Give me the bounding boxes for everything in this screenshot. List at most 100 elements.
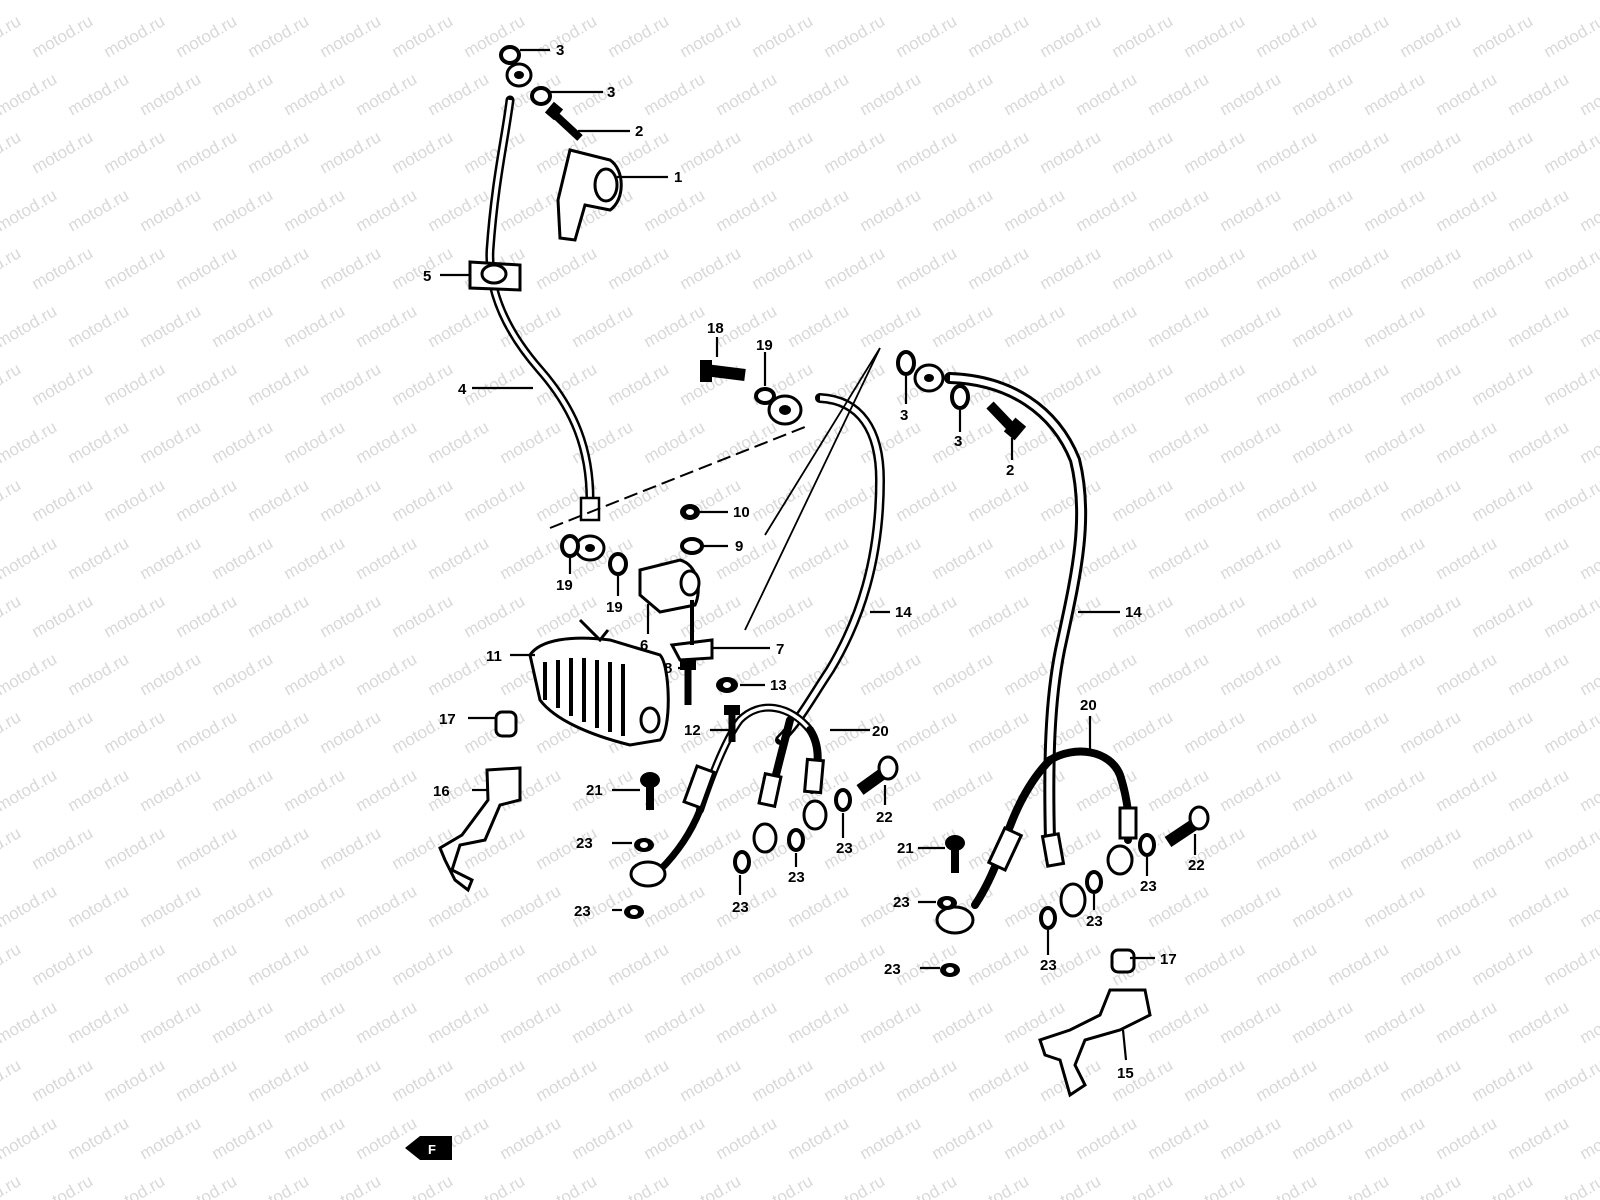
watermark-text: motod.ru xyxy=(461,475,529,525)
watermark-text: motod.ru xyxy=(569,301,637,351)
watermark-text: motod.ru xyxy=(425,417,493,467)
watermark-text: motod.ru xyxy=(1433,997,1501,1047)
watermark-text: motod.ru xyxy=(749,127,817,177)
watermark-text: motod.ru xyxy=(1397,11,1465,61)
watermark-text: motod.ru xyxy=(1181,1055,1249,1105)
watermark-text: motod.ru xyxy=(1145,0,1213,3)
watermark-text: motod.ru xyxy=(1577,533,1600,583)
watermark-text: motod.ru xyxy=(101,591,169,641)
watermark-text: motod.ru xyxy=(785,997,853,1047)
watermark-text: motod.ru xyxy=(1217,881,1285,931)
watermark-text: motod.ru xyxy=(1397,823,1465,873)
watermark-text: motod.ru xyxy=(65,69,133,119)
watermark-text: motod.ru xyxy=(281,533,349,583)
watermark-text: motod.ru xyxy=(605,1171,673,1200)
watermark-text: motod.ru xyxy=(0,1113,60,1163)
watermark-text: motod.ru xyxy=(1145,417,1213,467)
label-2: 2 xyxy=(1006,462,1014,479)
watermark-text: motod.ru xyxy=(0,823,24,873)
watermark-text: motod.ru xyxy=(1505,1113,1573,1163)
watermark-text: motod.ru xyxy=(1433,301,1501,351)
watermark-text: motod.ru xyxy=(461,1055,529,1105)
watermark-text: motod.ru xyxy=(0,997,60,1047)
watermark-text: motod.ru xyxy=(1505,0,1573,3)
label-12: 12 xyxy=(684,722,701,739)
watermark-text: motod.ru xyxy=(317,127,385,177)
watermark-text: motod.ru xyxy=(101,243,169,293)
watermark-text: motod.ru xyxy=(1073,0,1141,3)
watermark-text: motod.ru xyxy=(1541,1055,1600,1105)
watermark-text: motod.ru xyxy=(569,997,637,1047)
watermark-text: motod.ru xyxy=(1577,417,1600,467)
watermark-text: motod.ru xyxy=(137,0,205,3)
watermark-text: motod.ru xyxy=(281,997,349,1047)
watermark-text: motod.ru xyxy=(0,243,24,293)
label-22: 22 xyxy=(1188,857,1205,874)
watermark-text: motod.ru xyxy=(1253,823,1321,873)
watermark-text: motod.ru xyxy=(893,243,961,293)
watermark-text: motod.ru xyxy=(785,533,853,583)
watermark-text: motod.ru xyxy=(1361,881,1429,931)
small-parts xyxy=(560,350,1210,977)
watermark-text: motod.ru xyxy=(65,301,133,351)
watermark-text: motod.ru xyxy=(1073,185,1141,235)
watermark-text: motod.ru xyxy=(1289,533,1357,583)
watermark-text: motod.ru xyxy=(101,1055,169,1105)
label-11: 11 xyxy=(486,648,502,665)
watermark-text: motod.ru xyxy=(29,939,97,989)
watermark-text: motod.ru xyxy=(281,0,349,3)
watermark-text: motod.ru xyxy=(677,939,745,989)
watermark-text: motod.ru xyxy=(1541,11,1600,61)
watermark-text: motod.ru xyxy=(1253,359,1321,409)
watermark-text: motod.ru xyxy=(389,591,457,641)
watermark-text: motod.ru xyxy=(209,417,277,467)
watermark-text: motod.ru xyxy=(0,417,60,467)
watermark-text: motod.ru xyxy=(605,1055,673,1105)
watermark-text: motod.ru xyxy=(281,301,349,351)
watermark-text: motod.ru xyxy=(1181,11,1249,61)
watermark-text: motod.ru xyxy=(1505,533,1573,583)
watermark-text: motod.ru xyxy=(857,649,925,699)
watermark-text: motod.ru xyxy=(29,707,97,757)
watermark-text: motod.ru xyxy=(317,359,385,409)
leader-lines xyxy=(440,48,1197,1061)
watermark-text: motod.ru xyxy=(893,127,961,177)
watermark-text: motod.ru xyxy=(641,0,709,3)
watermark-text: motod.ru xyxy=(29,243,97,293)
watermark-text: motod.ru xyxy=(209,765,277,815)
watermark-text: motod.ru xyxy=(1433,533,1501,583)
watermark-text: motod.ru xyxy=(497,881,565,931)
watermark-text: motod.ru xyxy=(1109,475,1177,525)
bracket-15 xyxy=(1038,948,1152,1098)
watermark-text: motod.ru xyxy=(1541,823,1600,873)
watermark-text: motod.ru xyxy=(1325,823,1393,873)
watermark-text: motod.ru xyxy=(1325,11,1393,61)
watermark-text: motod.ru xyxy=(209,533,277,583)
watermark-text: motod.ru xyxy=(1325,127,1393,177)
watermark-text: motod.ru xyxy=(1289,997,1357,1047)
watermark-text: motod.ru xyxy=(1433,185,1501,235)
watermark-text: motod.ru xyxy=(0,881,60,931)
bracket-16 xyxy=(438,710,522,893)
leader-lines-3 xyxy=(744,347,881,631)
watermark-text: motod.ru xyxy=(677,1055,745,1105)
watermark-text: motod.ru xyxy=(0,765,60,815)
watermark-text: motod.ru xyxy=(1109,359,1177,409)
watermark-text: motod.ru xyxy=(1001,185,1069,235)
watermark-text: motod.ru xyxy=(1217,185,1285,235)
watermark-text: motod.ru xyxy=(1361,649,1429,699)
watermark-text: motod.ru xyxy=(821,823,889,873)
watermark-text: motod.ru xyxy=(29,359,97,409)
watermark-text: motod.ru xyxy=(1325,591,1393,641)
watermark-text: motod.ru xyxy=(1469,1171,1537,1200)
watermark-text: motod.ru xyxy=(1253,707,1321,757)
watermark-text: motod.ru xyxy=(1361,417,1429,467)
watermark-text: motod.ru xyxy=(389,475,457,525)
watermark-text: motod.ru xyxy=(965,243,1033,293)
label-22: 22 xyxy=(876,809,893,826)
watermark-text: motod.ru xyxy=(929,185,997,235)
watermark-text: motod.ru xyxy=(713,0,781,3)
watermark-text: motod.ru xyxy=(749,475,817,525)
label-23: 23 xyxy=(788,869,805,886)
